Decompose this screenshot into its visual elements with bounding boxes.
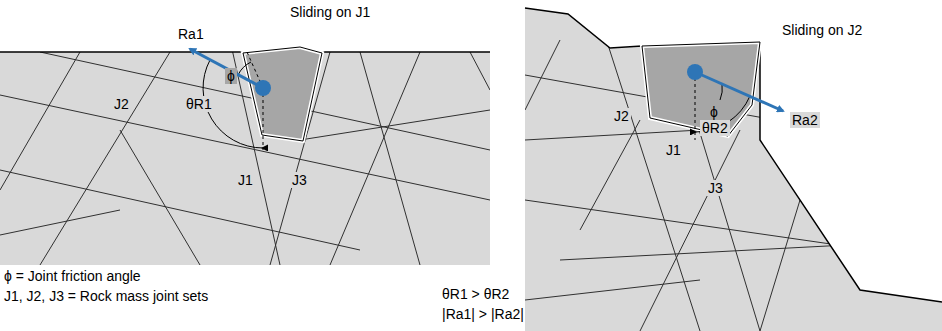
rock-mass bbox=[0, 52, 490, 265]
legend-note: ϕ = Joint friction angle bbox=[2, 268, 143, 284]
legend-note: J1, J2, J3 = Rock mass joint sets bbox=[2, 288, 210, 304]
comparison-note: θR1 > θR2 bbox=[440, 286, 511, 302]
joint-label: J2 bbox=[612, 108, 631, 124]
joint-label: J1 bbox=[236, 172, 255, 188]
sliding-block bbox=[243, 47, 322, 141]
sliding-block bbox=[642, 42, 760, 136]
angle-label: ϕ bbox=[225, 68, 237, 84]
centre-of-mass bbox=[255, 80, 271, 96]
joint-label: J2 bbox=[112, 96, 131, 112]
centre-of-mass bbox=[687, 64, 703, 80]
force-label: Ra1 bbox=[176, 26, 206, 42]
joint-label: J1 bbox=[664, 142, 683, 158]
force-label: Ra2 bbox=[790, 112, 820, 128]
angle-label: ϕ bbox=[708, 104, 720, 120]
rock-slope bbox=[525, 8, 942, 331]
resultant-arrow bbox=[190, 49, 263, 88]
panel-title: Sliding on J1 bbox=[288, 4, 372, 20]
joint-lines bbox=[525, 20, 942, 331]
joint-lines bbox=[0, 52, 490, 265]
panel-title: Sliding on J2 bbox=[780, 22, 864, 38]
angle-label: θR2 bbox=[700, 120, 730, 136]
comparison-note: |Ra1| > |Ra2| bbox=[440, 306, 526, 322]
angle-label: θR1 bbox=[184, 96, 214, 112]
joint-label: J3 bbox=[706, 180, 725, 196]
joint-label: J3 bbox=[290, 172, 309, 188]
